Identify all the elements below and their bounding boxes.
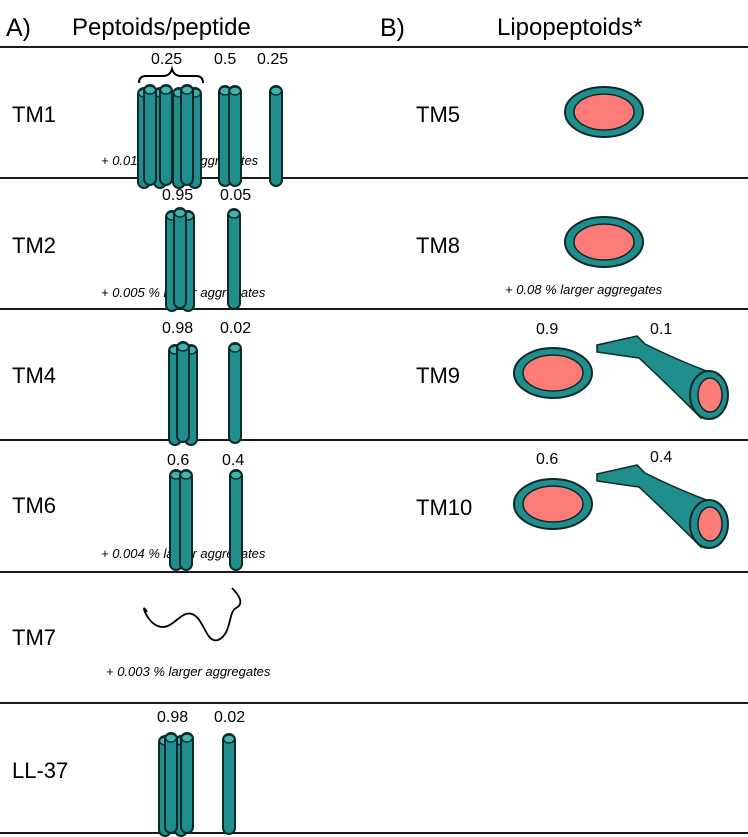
fraction-label: 0.05 [220, 187, 252, 204]
panel-a-title: Peptoids/peptide [72, 14, 251, 41]
fraction-label: 0.1 [650, 321, 673, 338]
lipopeptoid-label-tm10: TM10 [416, 495, 473, 520]
trimer-bundle [166, 208, 194, 311]
random-coil-icon [143, 587, 242, 642]
fraction-label: 0.6 [167, 452, 190, 469]
monomer-rod [227, 208, 241, 310]
wormlike-micelle [596, 464, 729, 549]
wormlike-micelle [596, 335, 729, 420]
row-divider [0, 571, 748, 573]
fraction-label: 0.6 [536, 451, 559, 468]
row-divider [0, 177, 748, 179]
larger-aggregates-note: + 0.08 % larger aggregates [505, 282, 663, 297]
dimer-bundle [219, 86, 241, 186]
fraction-label: 0.4 [650, 449, 673, 466]
fraction-label: 0.98 [162, 320, 194, 337]
monomer-rod [269, 85, 283, 187]
bracket-icon [138, 65, 204, 84]
panel-b-title: Lipopeptoids* [497, 14, 643, 41]
fraction-label: 0.25 [151, 51, 183, 68]
fraction-label: 0.98 [157, 709, 189, 726]
peptoid-label-tm7: TM7 [12, 625, 56, 650]
monomer-rod [228, 342, 242, 444]
fraction-label: 0.95 [162, 187, 194, 204]
lipopeptoid-label-tm8: TM8 [416, 233, 460, 258]
row-divider [0, 832, 748, 834]
spherical-micelle [513, 478, 593, 530]
panel-b-letter: B) [380, 14, 405, 42]
peptoid-label-tm2: TM2 [12, 233, 56, 258]
monomer-rod [229, 469, 243, 571]
fraction-label: 0.5 [214, 51, 237, 68]
row-divider [0, 439, 748, 441]
fraction-label: 0.4 [222, 452, 245, 469]
peptoid-label-tm6: TM6 [12, 493, 56, 518]
tetramer-bundle [159, 733, 193, 836]
trimer-bundle [169, 342, 197, 445]
spherical-micelle [564, 86, 644, 138]
spherical-micelle [564, 216, 644, 268]
peptoid-label-ll37: LL-37 [12, 758, 69, 783]
fraction-label: 0.9 [536, 321, 559, 338]
spherical-micelle [513, 347, 593, 399]
fraction-label: 0.02 [214, 709, 246, 726]
lipopeptoid-label-tm9: TM9 [416, 363, 460, 388]
larger-aggregates-note: + 0.003 % larger aggregates [106, 664, 271, 679]
row-divider [0, 702, 748, 704]
panel-a-letter: A) [6, 14, 31, 42]
trimer-bundle [173, 85, 201, 188]
dimer-bundle [170, 470, 192, 570]
tetramer-bundle [138, 85, 172, 188]
peptoid-label-tm1: TM1 [12, 102, 56, 127]
lipopeptoid-label-tm5: TM5 [416, 102, 460, 127]
row-divider [0, 46, 748, 48]
peptoid-label-tm4: TM4 [12, 363, 56, 388]
row-divider [0, 308, 748, 310]
monomer-rod [222, 733, 236, 835]
fraction-label: 0.25 [257, 51, 289, 68]
fraction-label: 0.02 [220, 320, 252, 337]
